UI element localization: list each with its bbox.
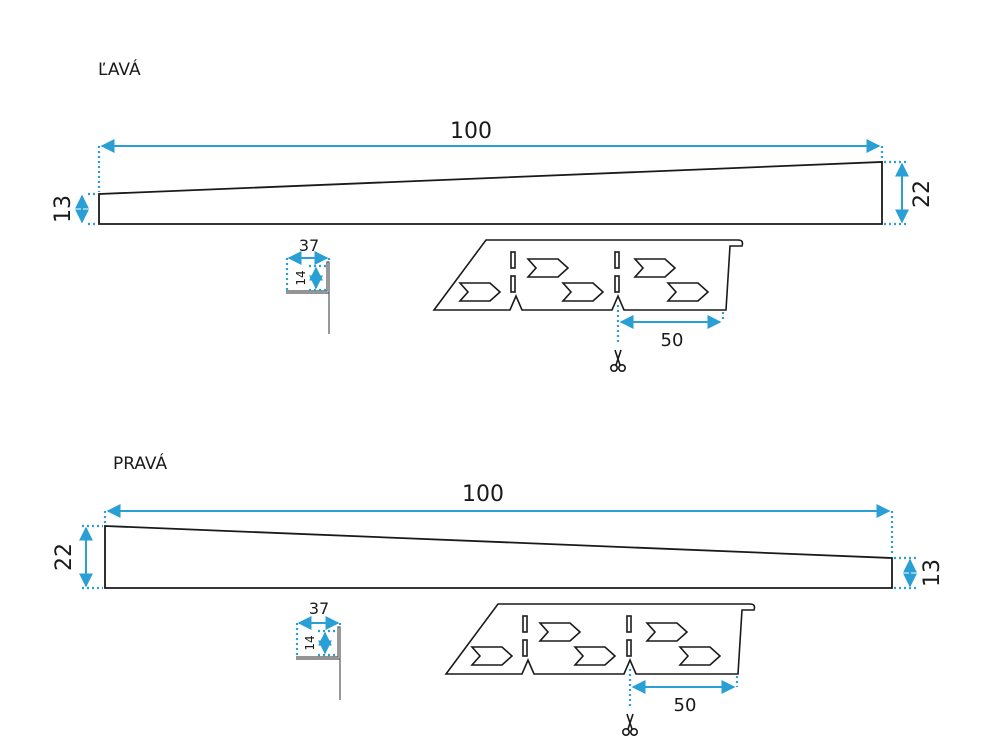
tapered-strip	[104, 525, 893, 589]
right-variant: PRAVÁ 100 22 13	[52, 452, 945, 737]
left-height-dimension: 13	[51, 192, 98, 226]
right-height-dimension: 13	[894, 556, 945, 590]
variant-title: PRAVÁ	[113, 452, 167, 474]
profile-width-label: 37	[309, 599, 329, 618]
profile-height-label: 14	[303, 635, 317, 650]
left-height-dimension: 22	[52, 524, 103, 590]
scissors-icon	[609, 349, 627, 373]
scissors-icon	[621, 713, 639, 737]
tapered-strip	[98, 161, 883, 225]
left-height-label: 22	[52, 543, 77, 571]
right-height-label: 13	[920, 559, 945, 587]
left-height-label: 13	[51, 195, 76, 223]
flange-pattern	[444, 603, 756, 675]
length-label: 100	[450, 119, 492, 144]
flange-pattern	[432, 239, 744, 311]
profile-height-label: 14	[294, 270, 308, 285]
profile-width-label: 37	[299, 236, 319, 255]
profile-section: 37 14	[295, 599, 342, 700]
length-dimension: 100	[103, 482, 894, 556]
segment-dimension: 50	[616, 305, 725, 351]
left-variant: ĽAVÁ 100 13 22	[51, 58, 935, 373]
profile-section: 37 14	[285, 236, 331, 334]
variant-title: ĽAVÁ	[98, 58, 141, 80]
right-height-dimension: 22	[884, 160, 935, 226]
segment-dimension: 50	[628, 669, 739, 716]
right-height-label: 22	[910, 180, 935, 208]
length-dimension: 100	[97, 119, 884, 192]
segment-length-label: 50	[661, 330, 684, 351]
length-label: 100	[462, 482, 504, 507]
segment-length-label: 50	[674, 695, 697, 716]
